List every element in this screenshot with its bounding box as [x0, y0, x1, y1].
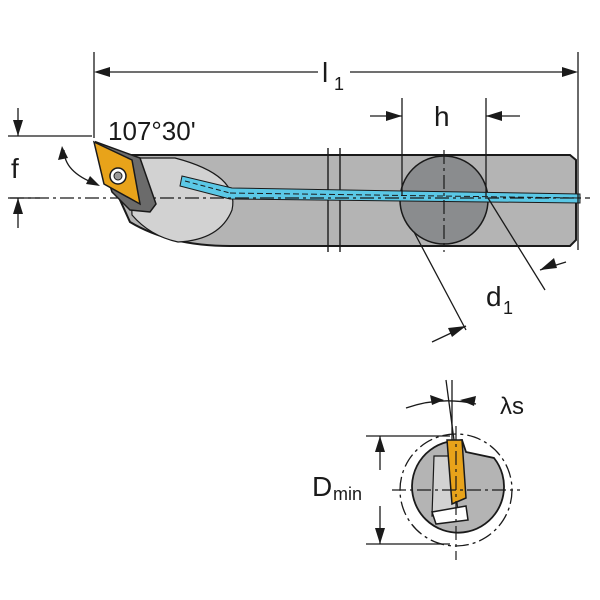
dimension-h [370, 98, 520, 196]
head-relief [129, 157, 234, 243]
label-f: f [11, 153, 19, 184]
dimension-dmin [366, 435, 450, 545]
dimension-d1 [413, 197, 567, 343]
label-dmin-subscript: min [333, 484, 362, 504]
boring-bar-end-view [392, 379, 520, 560]
label-dmin: D [312, 471, 332, 502]
label-lambda-s: λs [500, 393, 524, 420]
dimension-l1 [93, 52, 579, 250]
label-h: h [434, 101, 450, 132]
dimension-angle [58, 146, 100, 186]
label-angle: 107°30' [108, 116, 196, 146]
boring-bar-side-view [10, 140, 590, 252]
label-d1-subscript: 1 [503, 298, 513, 318]
label-d1: d [486, 281, 502, 312]
coolant-channel [179, 175, 581, 204]
dimension-f [8, 108, 92, 228]
label-l1-subscript: 1 [334, 74, 344, 94]
insert-seat [431, 505, 469, 525]
label-l1: l [322, 57, 328, 88]
